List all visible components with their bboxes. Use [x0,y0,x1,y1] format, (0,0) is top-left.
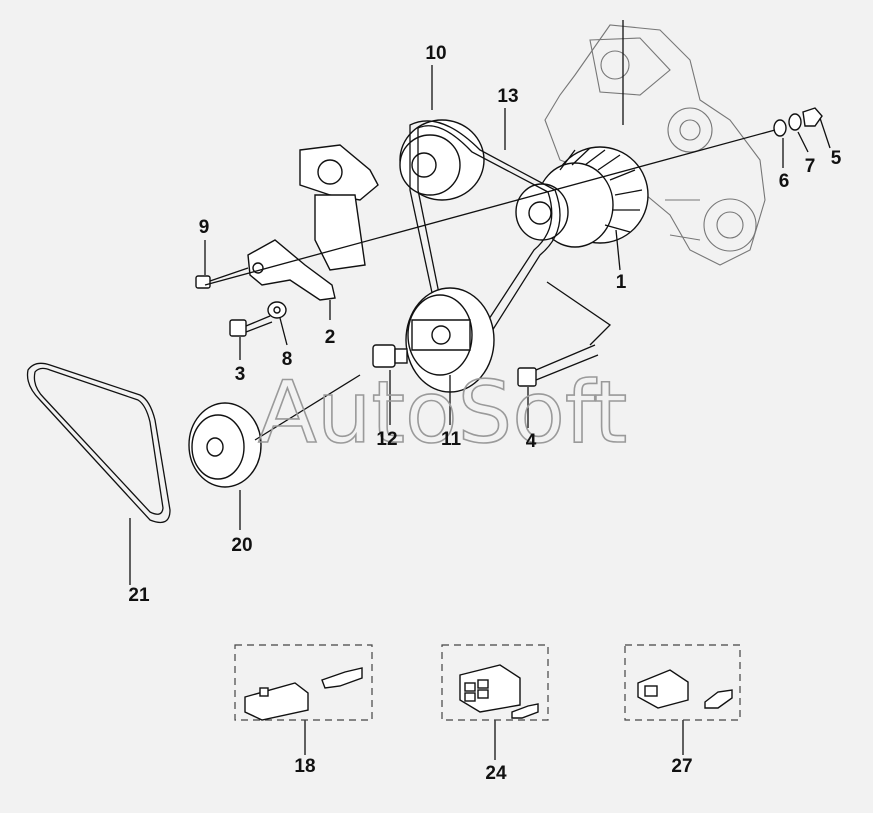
connector-box-27 [624,644,741,721]
leader-lines [129,20,831,760]
callout-10: 10 [425,43,446,64]
callout-6: 6 [779,171,790,192]
alternator [515,146,649,248]
callout-1: 1 [616,272,627,293]
callout-8: 8 [282,349,293,370]
callout-21: 21 [128,585,150,606]
callout-27: 27 [671,756,692,777]
callout-4: 4 [526,431,537,452]
pulley-10 [399,119,485,201]
washer-6 [773,119,787,137]
bolt-3 [229,315,273,337]
bolt-12 [372,344,408,368]
callout-18: 18 [294,756,315,777]
connector-box-24 [441,644,549,721]
engine-block-outline [544,24,766,266]
callout-7: 7 [805,156,816,177]
nut-5 [802,107,823,127]
v-belt-21 [26,362,171,524]
callout-5: 5 [831,148,842,169]
washer-7 [788,113,802,131]
callout-3: 3 [235,364,246,385]
callout-2: 2 [325,327,336,348]
callout-24: 24 [485,763,507,784]
connector-box-18 [234,644,373,721]
callout-11: 11 [441,429,462,450]
bolt-4 [517,344,599,387]
callout-9: 9 [199,217,210,238]
washer-8 [267,301,287,319]
bolt-9 [195,267,249,289]
watermark-text: AutoSoft [258,363,627,463]
callout-13: 13 [497,86,518,107]
bracket-mount [247,144,379,301]
pulley-11 [405,287,495,393]
callout-12: 12 [376,429,397,450]
pulley-20 [188,402,262,488]
callout-20: 20 [231,535,252,556]
